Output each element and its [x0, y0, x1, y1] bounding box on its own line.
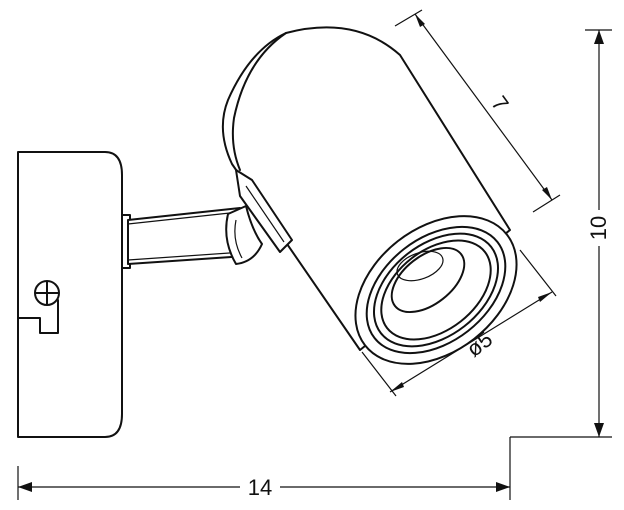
dimension-width: 14 [17, 437, 511, 500]
lens-front [354, 215, 518, 365]
dimension-width-label: 14 [248, 475, 272, 500]
screw-icon [17, 280, 60, 334]
wall-base [17, 151, 123, 438]
dimension-length-label: 7 [486, 91, 513, 116]
spotlight-head [221, 26, 518, 365]
dimension-height: 10 [510, 29, 612, 438]
dimension-height-label: 10 [586, 216, 611, 240]
connecting-arm [121, 205, 263, 269]
